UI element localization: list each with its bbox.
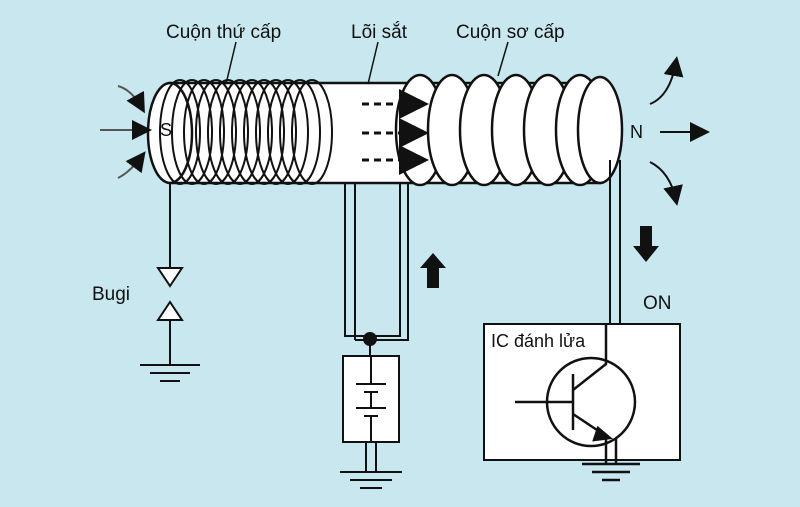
label-leader-lines	[225, 41, 509, 85]
secondary-coil-windings	[159, 79, 333, 185]
flux-arrows	[362, 89, 429, 175]
south-pole-field-arrows	[100, 85, 152, 179]
spark-plug-label: Bugi	[92, 284, 131, 305]
ic-circuit-wires	[609, 160, 621, 324]
current-down-arrow	[633, 226, 659, 262]
north-pole-label: N	[630, 122, 643, 142]
primary-coil-label: Cuộn sơ cấp	[456, 22, 565, 43]
on-state-label: ON	[643, 293, 672, 314]
north-pole-field-arrows	[649, 56, 710, 206]
spark-plug-circuit	[140, 183, 200, 382]
iron-core-label: Lõi sắt	[351, 22, 407, 43]
current-up-arrow	[420, 253, 446, 288]
secondary-coil-label: Cuộn thứ cấp	[166, 22, 282, 43]
primary-coil-windings	[394, 73, 624, 187]
ignition-ic-label: IC đánh lửa	[491, 331, 586, 351]
south-pole-label: S	[160, 120, 173, 140]
battery-circuit	[340, 183, 409, 489]
transistor-symbol	[515, 324, 640, 482]
